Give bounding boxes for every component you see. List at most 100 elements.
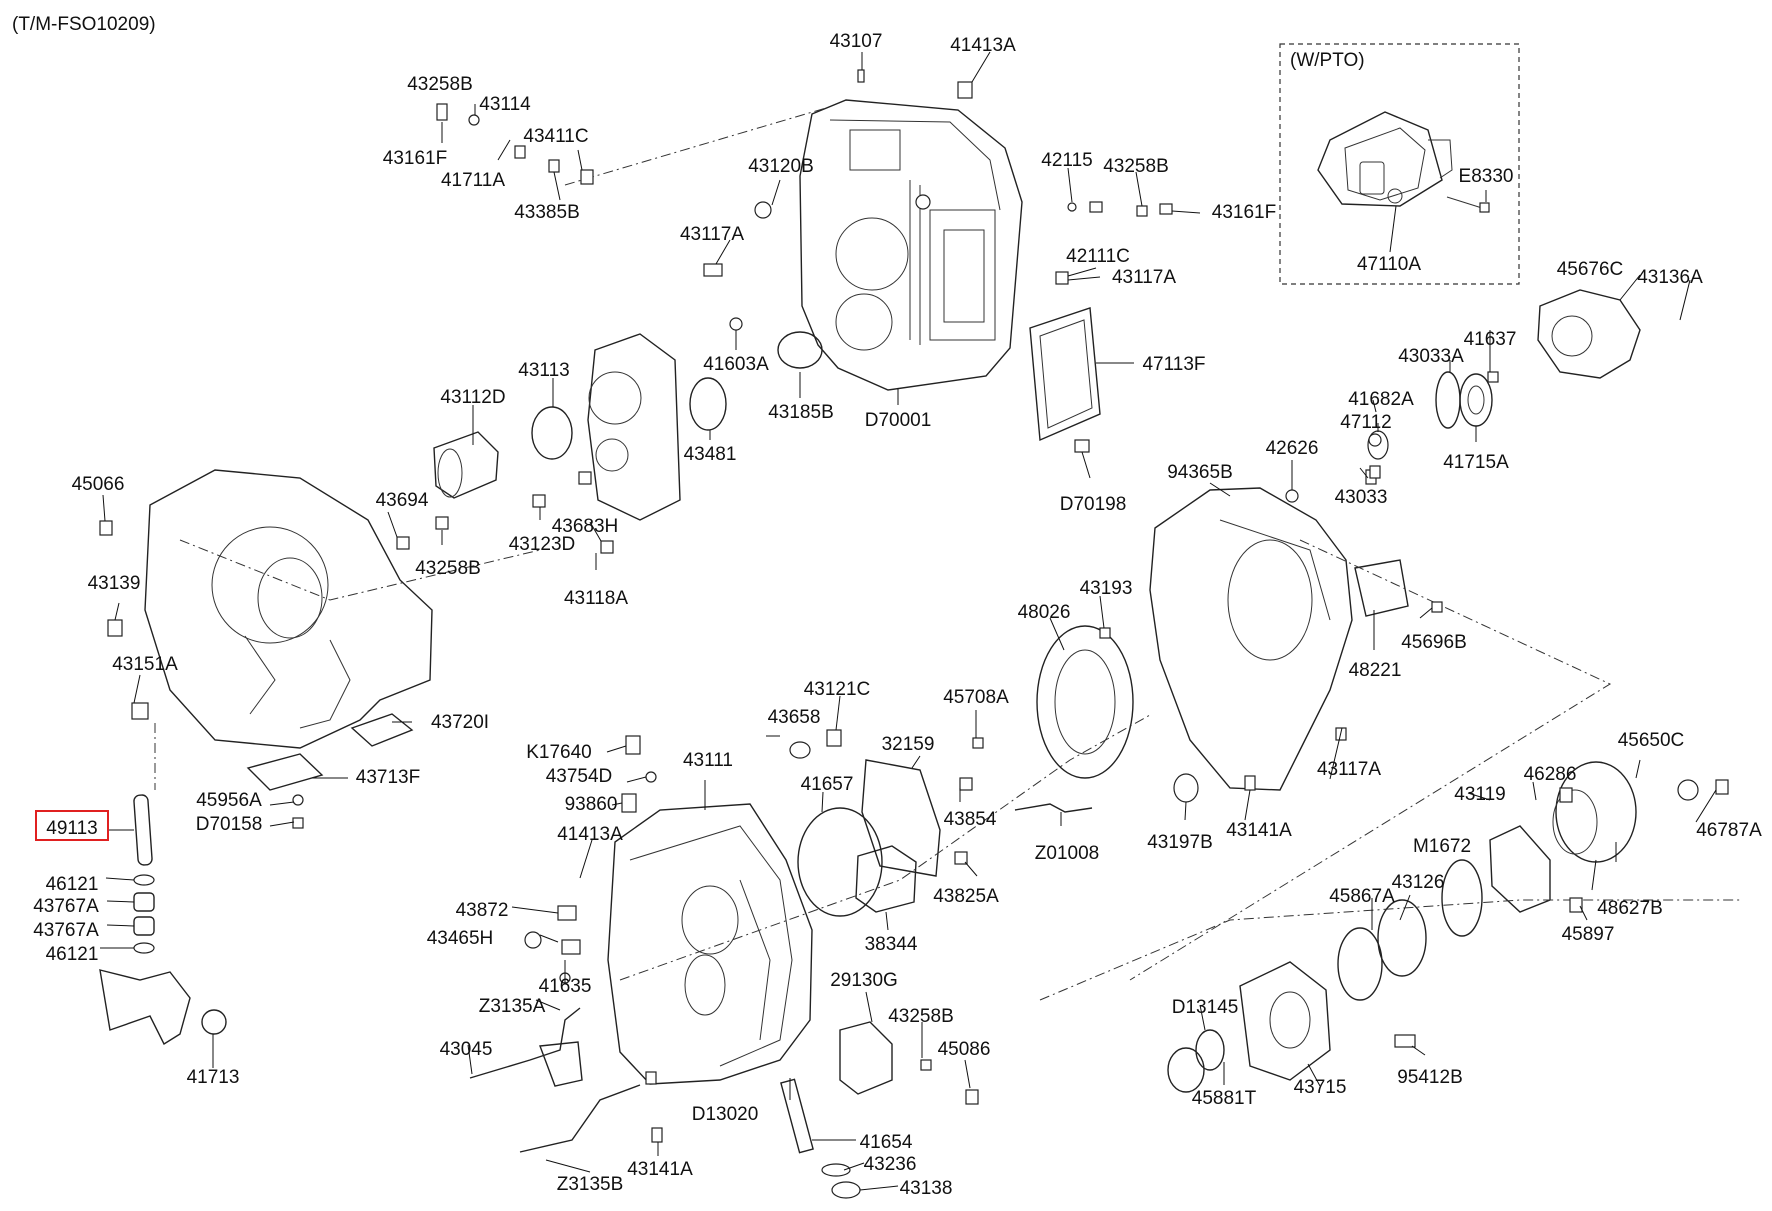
part-label-43138[interactable]: 43138 [900, 1178, 953, 1199]
part-label-43236[interactable]: 43236 [864, 1154, 917, 1175]
part-label-41682a[interactable]: 41682A [1348, 389, 1414, 410]
part-label-41413a[interactable]: 41413A [950, 35, 1016, 56]
part-label-41635[interactable]: 41635 [539, 976, 592, 997]
part-label-k17640[interactable]: K17640 [526, 742, 592, 763]
part-label-41657[interactable]: 41657 [801, 774, 854, 795]
part-label-41711a[interactable]: 41711A [441, 170, 505, 191]
part-label-43258b[interactable]: 43258B [1103, 156, 1169, 177]
part-label-z3135b[interactable]: Z3135B [557, 1174, 624, 1195]
part-label-45867a[interactable]: 45867A [1329, 886, 1395, 907]
part-label-43767a[interactable]: 43767A [33, 920, 99, 941]
part-label-43258b[interactable]: 43258B [888, 1006, 954, 1027]
part-label-43114[interactable]: 43114 [479, 94, 531, 115]
part-label-95412b[interactable]: 95412B [1397, 1067, 1463, 1088]
part-label-z01008[interactable]: Z01008 [1035, 843, 1099, 864]
part-label-43033[interactable]: 43033 [1335, 487, 1388, 508]
part-label-43126[interactable]: 43126 [1392, 872, 1445, 893]
part-label-43141a[interactable]: 43141A [1226, 820, 1292, 841]
part-label-46787a[interactable]: 46787A [1696, 820, 1762, 841]
part-label-43481[interactable]: 43481 [684, 444, 737, 465]
part-label-43385b[interactable]: 43385B [514, 202, 580, 223]
part-label-43033a[interactable]: 43033A [1398, 346, 1464, 367]
part-label-43118a[interactable]: 43118A [564, 588, 628, 609]
part-label-43045[interactable]: 43045 [440, 1039, 493, 1060]
part-label-43713f[interactable]: 43713F [356, 767, 420, 788]
part-label-43123d[interactable]: 43123D [509, 534, 576, 555]
part-label-41713[interactable]: 41713 [187, 1067, 240, 1088]
part-label-47113f[interactable]: 47113F [1142, 354, 1205, 375]
part-label-46286[interactable]: 46286 [1524, 764, 1577, 785]
part-label-45650c[interactable]: 45650C [1618, 730, 1685, 751]
part-label-43185b[interactable]: 43185B [768, 402, 834, 423]
part-label-d13145[interactable]: D13145 [1172, 997, 1239, 1018]
part-label-41603a[interactable]: 41603A [703, 354, 769, 375]
part-label-41413a[interactable]: 41413A [557, 824, 623, 845]
part-label-46121[interactable]: 46121 [46, 874, 99, 895]
part-label-43767a[interactable]: 43767A [33, 896, 99, 917]
part-label-z3135a[interactable]: Z3135A [479, 996, 546, 1017]
part-label-43258b[interactable]: 43258B [407, 74, 473, 95]
part-label-43151a[interactable]: 43151A [112, 654, 178, 675]
part-label-42115[interactable]: 42115 [1041, 150, 1092, 171]
part-label-43715[interactable]: 43715 [1294, 1077, 1347, 1098]
part-label-48627b[interactable]: 48627B [1597, 898, 1663, 919]
part-label-d70198[interactable]: D70198 [1060, 494, 1127, 515]
part-label-43117a[interactable]: 43117A [680, 224, 744, 245]
part-label-43120b[interactable]: 43120B [748, 156, 814, 177]
part-label-45676c[interactable]: 45676C [1557, 259, 1624, 280]
part-label-45086[interactable]: 45086 [938, 1039, 991, 1060]
part-label-43658[interactable]: 43658 [768, 707, 821, 728]
part-label-46121[interactable]: 46121 [46, 944, 99, 965]
part-label-43161f[interactable]: 43161F [383, 148, 447, 169]
part-label-45696b[interactable]: 45696B [1401, 632, 1467, 653]
part-label-43854[interactable]: 43854 [944, 809, 997, 830]
part-label-45956a[interactable]: 45956A [196, 790, 262, 811]
part-label-m1672[interactable]: M1672 [1413, 836, 1471, 857]
part-label-43121c[interactable]: 43121C [804, 679, 871, 700]
part-label-43141a[interactable]: 43141A [627, 1159, 693, 1180]
part-label-d70158[interactable]: D70158 [196, 814, 263, 835]
part-label-e8330[interactable]: E8330 [1459, 166, 1514, 187]
part-label-43872[interactable]: 43872 [456, 900, 509, 921]
part-label-42111c[interactable]: 42111C [1066, 246, 1130, 267]
part-label-43694[interactable]: 43694 [376, 490, 429, 511]
part-label-43193[interactable]: 43193 [1080, 578, 1133, 599]
part-label-41715a[interactable]: 41715A [1443, 452, 1509, 473]
part-label-47110a[interactable]: 47110A [1357, 254, 1421, 275]
part-label-43754d[interactable]: 43754D [546, 766, 613, 787]
part-label-48221[interactable]: 48221 [1349, 660, 1402, 681]
part-label-93860[interactable]: 93860 [565, 794, 618, 815]
part-label-43136a[interactable]: 43136A [1637, 267, 1703, 288]
part-label-43113[interactable]: 43113 [518, 360, 569, 381]
part-label-48026[interactable]: 48026 [1018, 602, 1071, 623]
part-label-43683h[interactable]: 43683H [552, 516, 619, 537]
part-label-41637[interactable]: 41637 [1464, 329, 1517, 350]
part-label-43411c[interactable]: 43411C [523, 126, 588, 147]
part-label-43107[interactable]: 43107 [830, 31, 883, 52]
part-label-41654[interactable]: 41654 [860, 1132, 913, 1153]
part-label-29130g[interactable]: 29130G [830, 970, 898, 991]
part-label-43111[interactable]: 43111 [683, 750, 733, 771]
part-label-43112d[interactable]: 43112D [440, 387, 505, 408]
part-label-43825a[interactable]: 43825A [933, 886, 999, 907]
part-label-32159[interactable]: 32159 [882, 734, 935, 755]
part-label-43197b[interactable]: 43197B [1147, 832, 1213, 853]
part-label-43720i[interactable]: 43720I [431, 712, 489, 733]
part-label-43119[interactable]: 43119 [1454, 784, 1505, 805]
part-label-43258b[interactable]: 43258B [415, 558, 481, 579]
part-label-45881t[interactable]: 45881T [1192, 1088, 1257, 1109]
part-label-43117a[interactable]: 43117A [1112, 267, 1176, 288]
part-label-43139[interactable]: 43139 [88, 573, 141, 594]
part-label-94365b[interactable]: 94365B [1167, 462, 1233, 483]
part-label-43161f[interactable]: 43161F [1212, 202, 1276, 223]
part-label-45897[interactable]: 45897 [1562, 924, 1615, 945]
part-label-42626[interactable]: 42626 [1266, 438, 1319, 459]
part-label-d70001[interactable]: D70001 [865, 410, 932, 431]
part-label-43117a[interactable]: 43117A [1317, 759, 1381, 780]
part-label-45708a[interactable]: 45708A [943, 687, 1009, 708]
part-label-49113[interactable]: 49113 [46, 818, 97, 839]
part-label-47112[interactable]: 47112 [1340, 412, 1391, 433]
part-label-43465h[interactable]: 43465H [427, 928, 494, 949]
part-label-d13020[interactable]: D13020 [692, 1104, 759, 1125]
part-label-38344[interactable]: 38344 [865, 934, 918, 955]
